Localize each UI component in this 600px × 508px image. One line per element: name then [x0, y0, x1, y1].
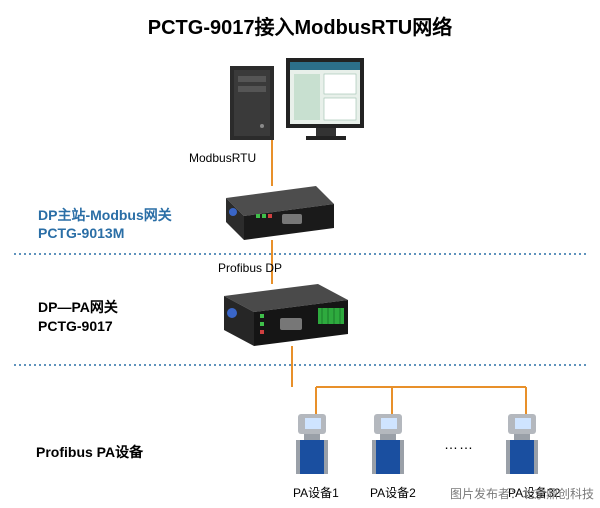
profibus-dp-link-label: Profibus DP — [218, 261, 283, 275]
device-label-pa32: PA设备32 — [508, 486, 561, 500]
flowmeter-icon — [372, 414, 404, 474]
pa-gateway-model: PCTG-9017 — [38, 318, 113, 334]
watermark: 图片发布者：北京鼎创科技 — [449, 487, 594, 501]
device-ellipsis: …… — [444, 436, 474, 452]
device-label-pa1: PA设备1 — [293, 486, 339, 500]
gateway-device-icon — [226, 186, 334, 240]
flowmeter-icon — [506, 414, 538, 474]
flowmeter-icon — [296, 414, 328, 474]
device-label-pa2: PA设备2 — [370, 486, 416, 500]
monitor-icon — [286, 58, 364, 140]
pa-devices-label: Profibus PA设备 — [36, 444, 144, 460]
page-title: PCTG-9017接入ModbusRTU网络 — [147, 17, 453, 39]
pa-gateway-name: DP—PA网关 — [38, 299, 118, 315]
gateway-device-icon — [224, 284, 348, 346]
master-gateway-name: DP主站-Modbus网关 — [38, 207, 172, 223]
master-gateway-model: PCTG-9013M — [38, 225, 125, 241]
computer-tower-icon — [230, 66, 274, 140]
modbus-link-label: ModbusRTU — [189, 151, 257, 165]
connection-lines — [271, 140, 527, 414]
